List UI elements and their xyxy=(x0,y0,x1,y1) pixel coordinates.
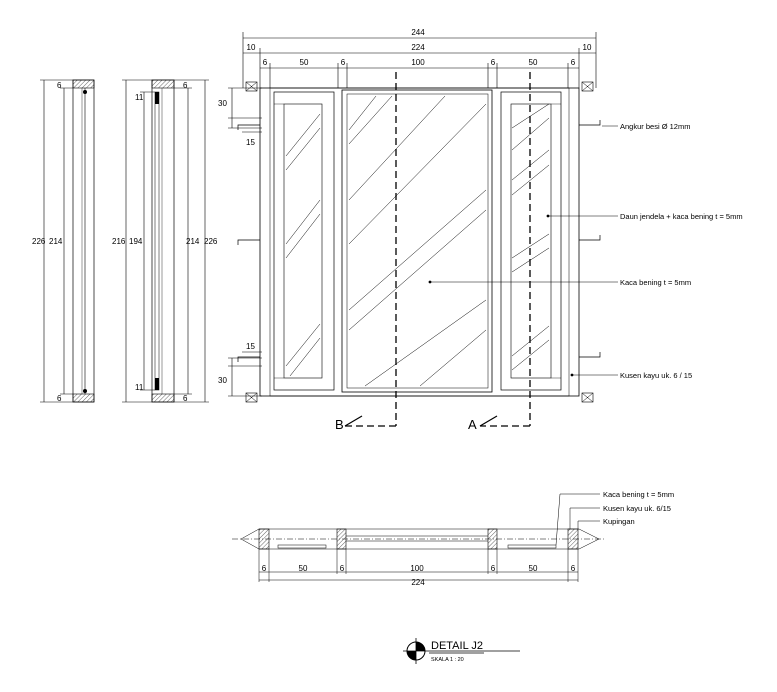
section-a-joints xyxy=(83,90,87,393)
dim-inner-224: 224 xyxy=(411,43,425,52)
dim-a-6-top: 6 xyxy=(57,81,62,90)
callout-anchor: Angkur besi Ø 12mm xyxy=(620,122,690,131)
callout-sash: Daun jendela + kaca bening t = 5mm xyxy=(620,212,743,221)
top-dimensions xyxy=(242,32,597,88)
plan-dim-6-c: 6 xyxy=(491,564,496,573)
dim-b-6-top: 6 xyxy=(183,81,188,90)
section-a-drawing xyxy=(40,79,95,403)
dim-6-c: 6 xyxy=(491,58,496,67)
dim-b-194: 194 xyxy=(129,237,143,246)
section-marker-b: B xyxy=(335,417,344,432)
dim-b-216: 216 xyxy=(112,237,126,246)
dim-15-bottom: 15 xyxy=(246,342,255,351)
section-marker-a: A xyxy=(468,417,477,432)
section-cut-lines xyxy=(345,72,531,427)
section-b-drawing xyxy=(122,79,209,403)
plan-callout-frame: Kusen kayu uk. 6/15 xyxy=(603,504,671,513)
plan-dim-50-b: 50 xyxy=(529,564,538,573)
plan-section xyxy=(232,493,606,582)
dim-6-b: 6 xyxy=(341,58,346,67)
dim-b-214: 214 xyxy=(186,237,200,246)
section-b-joints xyxy=(155,92,159,390)
dim-50-b: 50 xyxy=(529,58,538,67)
dim-b-11-top: 11 xyxy=(135,93,144,102)
callout-glass: Kaca bening t = 5mm xyxy=(620,278,691,287)
plan-dim-6-a: 6 xyxy=(262,564,267,573)
section-arrows xyxy=(344,415,498,427)
drawing-title: DETAIL J2 xyxy=(431,640,483,652)
dim-50-a: 50 xyxy=(300,58,309,67)
dim-30-top: 30 xyxy=(218,99,227,108)
glass-hatch xyxy=(285,95,550,387)
dim-100: 100 xyxy=(411,58,425,67)
title-symbol xyxy=(403,638,520,664)
plan-dim-50-a: 50 xyxy=(299,564,308,573)
callout-frame: Kusen kayu uk. 6 / 15 xyxy=(620,371,692,380)
callout-leaders xyxy=(430,125,618,376)
dim-b-226: 226 xyxy=(204,237,218,246)
dim-b-11-bottom: 11 xyxy=(135,383,144,392)
window-elevation xyxy=(237,81,601,403)
plan-dim-100: 100 xyxy=(410,564,424,573)
callout-dots xyxy=(428,214,574,377)
elevation-left-dims xyxy=(228,87,262,397)
plan-callout-trim: Kupingan xyxy=(603,517,635,526)
dim-a-214: 214 xyxy=(49,237,63,246)
dim-overall-244: 244 xyxy=(411,28,425,37)
dim-30-bottom: 30 xyxy=(218,376,227,385)
dim-b-6-bottom: 6 xyxy=(183,394,188,403)
dim-6-d: 6 xyxy=(571,58,576,67)
drawing-scale: SKALA 1 : 20 xyxy=(431,657,464,663)
plan-dim-6-b: 6 xyxy=(340,564,345,573)
plan-dim-6-d: 6 xyxy=(571,564,576,573)
plan-dim-224: 224 xyxy=(411,578,425,587)
dim-right-10: 10 xyxy=(583,43,592,52)
dim-15-top: 15 xyxy=(246,138,255,147)
dim-6-a: 6 xyxy=(263,58,268,67)
plan-callout-glass: Kaca bening t = 5mm xyxy=(603,490,674,499)
dim-left-10: 10 xyxy=(247,43,256,52)
dim-a-6-bottom: 6 xyxy=(57,394,62,403)
dim-a-226: 226 xyxy=(32,237,46,246)
